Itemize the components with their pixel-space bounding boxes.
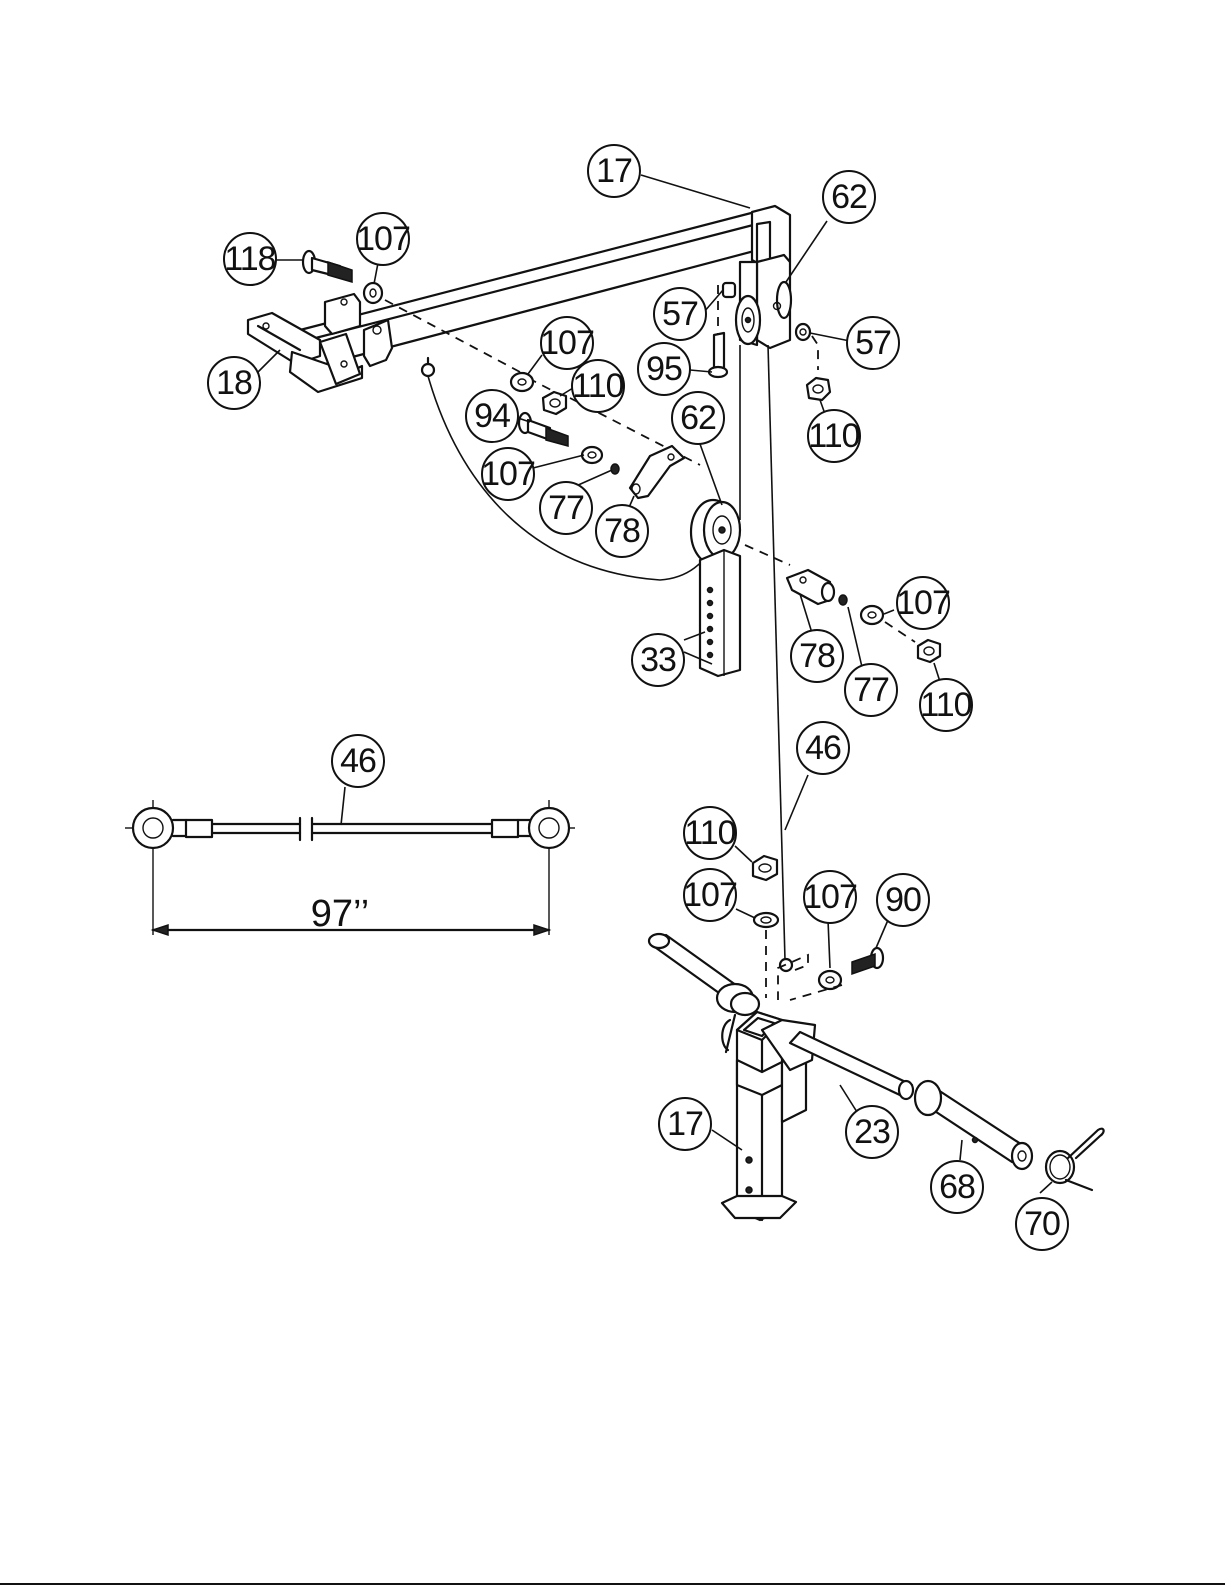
callout-107-b: 107	[540, 317, 594, 369]
callout-18: 18	[208, 357, 260, 409]
bolt-94	[519, 413, 568, 446]
callout-17-bottom: 17	[659, 1098, 711, 1150]
svg-text:70: 70	[1024, 1205, 1060, 1243]
bracket-18	[248, 294, 392, 392]
svg-text:110: 110	[684, 814, 735, 852]
svg-text:110: 110	[572, 367, 623, 405]
callout-33: 33	[632, 634, 684, 686]
callout-78-a: 78	[596, 505, 648, 557]
svg-text:90: 90	[885, 881, 921, 919]
svg-text:17: 17	[667, 1105, 703, 1143]
callout-107-a: 107	[356, 213, 410, 265]
svg-text:46: 46	[340, 742, 376, 780]
callout-110-d: 110	[684, 807, 736, 859]
callout-110-a: 110	[572, 360, 624, 412]
callout-118: 118	[224, 233, 276, 285]
nut-110-a	[807, 378, 830, 400]
plate-33	[700, 550, 740, 676]
svg-text:107: 107	[540, 324, 594, 362]
callout-70: 70	[1016, 1198, 1068, 1250]
callout-17-top: 17	[588, 145, 640, 197]
callout-107-e: 107	[683, 869, 737, 921]
svg-text:77: 77	[853, 671, 889, 709]
callout-68: 68	[931, 1161, 983, 1213]
callout-94: 94	[466, 390, 518, 442]
svg-text:118: 118	[224, 240, 275, 278]
svg-text:68: 68	[939, 1168, 975, 1206]
callout-23: 23	[846, 1106, 898, 1158]
washer-107-e	[754, 913, 778, 927]
svg-text:110: 110	[920, 686, 971, 724]
callout-62-top: 62	[823, 171, 875, 223]
callout-110-b: 110	[808, 410, 860, 462]
svg-text:17: 17	[596, 152, 632, 190]
svg-text:110: 110	[808, 417, 859, 455]
dimension-label: 97’’	[311, 893, 369, 935]
callout-110-c: 110	[920, 679, 972, 731]
callout-62-mid: 62	[672, 392, 724, 444]
svg-text:78: 78	[604, 512, 640, 550]
right-roller-68	[915, 1081, 1032, 1169]
nut-110-c	[918, 640, 940, 662]
callout-57-a: 57	[654, 288, 706, 340]
svg-text:57: 57	[662, 295, 698, 333]
svg-text:107: 107	[481, 455, 535, 493]
svg-text:62: 62	[831, 178, 867, 216]
nut-110-d	[753, 856, 777, 880]
callout-46-detail: 46	[332, 735, 384, 787]
callout-107-d: 107	[896, 577, 950, 629]
svg-text:107: 107	[356, 220, 410, 258]
callout-77-a: 77	[540, 482, 592, 534]
callout-95: 95	[638, 343, 690, 395]
svg-text:107: 107	[896, 584, 950, 622]
svg-text:107: 107	[803, 878, 857, 916]
spacer-77-b	[839, 595, 847, 605]
tube-23	[790, 1032, 913, 1099]
svg-text:77: 77	[548, 489, 584, 527]
washer-107-b	[511, 373, 533, 391]
washer-107-d	[861, 606, 883, 624]
svg-text:46: 46	[805, 729, 841, 767]
clevis-78-b	[787, 570, 834, 604]
svg-text:62: 62	[680, 399, 716, 437]
spacer-57-b	[796, 324, 810, 340]
bolt-118	[303, 251, 352, 282]
washer-107-a	[364, 283, 382, 303]
svg-text:94: 94	[474, 397, 510, 435]
callout-78-b: 78	[791, 630, 843, 682]
bolt-90	[852, 948, 883, 974]
svg-text:33: 33	[640, 641, 676, 679]
clevis-78-a	[630, 446, 684, 498]
washer-107-c	[582, 447, 602, 463]
callout-107-c: 107	[481, 448, 535, 500]
callout-57-b: 57	[847, 317, 899, 369]
callout-107-f: 107	[803, 871, 857, 923]
spacer-77-a	[611, 464, 619, 474]
top-cable-anchor	[422, 358, 434, 376]
svg-text:23: 23	[854, 1113, 890, 1151]
axle-95	[709, 333, 727, 377]
callout-77-b: 77	[845, 664, 897, 716]
svg-text:78: 78	[799, 637, 835, 675]
vertical-pulley-housing	[736, 255, 791, 348]
left-roller	[649, 934, 759, 1015]
svg-text:107: 107	[683, 876, 737, 914]
svg-text:95: 95	[646, 350, 682, 388]
spacer-57-a	[723, 283, 735, 297]
spring-clip-70	[1046, 1129, 1104, 1190]
svg-text:57: 57	[855, 324, 891, 362]
callout-90: 90	[877, 874, 929, 926]
svg-text:18: 18	[216, 364, 252, 402]
callout-46-cable: 46	[797, 722, 849, 774]
